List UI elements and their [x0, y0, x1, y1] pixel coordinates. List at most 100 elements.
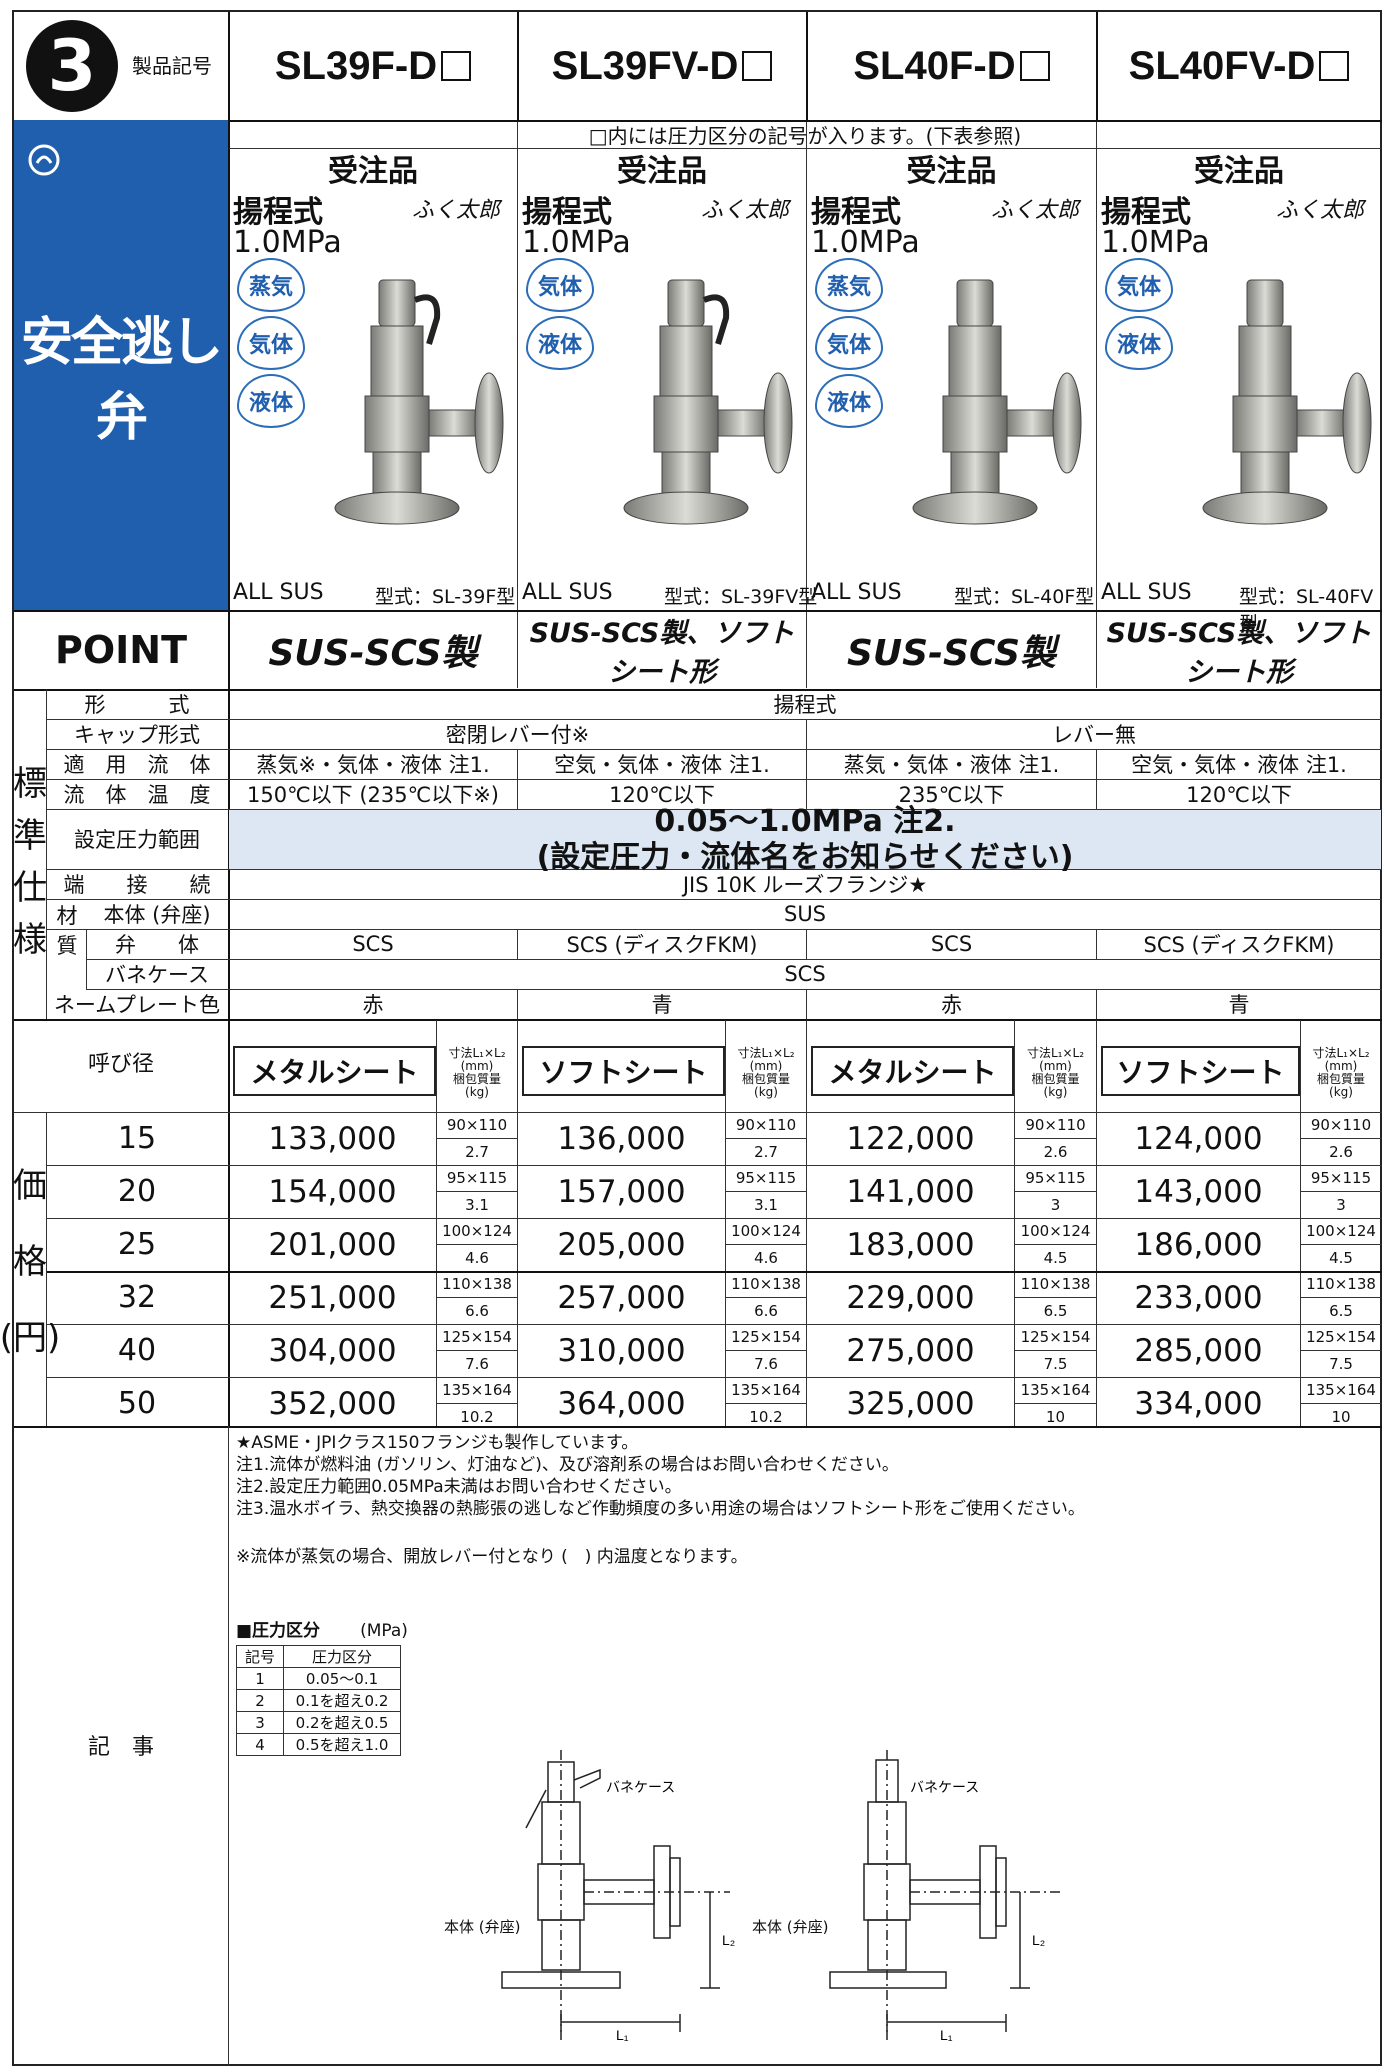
- weight-value: 4.5: [1043, 1248, 1068, 1267]
- spec-value: 空気・気体・液体 注1.: [554, 753, 770, 777]
- price-value: 251,000: [268, 1279, 397, 1316]
- diagram-l2-label: L₂: [1032, 1932, 1045, 1948]
- row-line: [46, 869, 1382, 870]
- brand-label: ふく太郎: [701, 198, 790, 223]
- brand-label: ふく太郎: [1276, 198, 1365, 223]
- pressure-range-line1: 0.05～1.0MPa 注2.: [654, 803, 956, 839]
- spec-value: 蒸気※・気体・液体 注1.: [256, 753, 490, 777]
- diagram-spring-case-label: バネケース: [606, 1779, 675, 1795]
- col-line: [517, 929, 518, 959]
- col-line: [86, 929, 87, 989]
- pressure-label: 1.0MPa: [233, 225, 342, 260]
- dimension-header-line: (kg): [754, 1085, 778, 1099]
- row-line: [14, 1426, 1382, 1428]
- spec-value: SUS: [783, 902, 827, 926]
- pclass-header-range: 圧力区分: [283, 1645, 402, 1668]
- model-code-1: SL39F-D: [229, 12, 517, 120]
- seat-type-tag: ソフトシート: [1101, 1046, 1300, 1096]
- col-line: [806, 12, 808, 122]
- col-line: [725, 1020, 726, 1426]
- dimension-value: 125×154: [1014, 1324, 1097, 1351]
- spec-value: SCS (ディスクFKM): [566, 933, 758, 957]
- col-line: [806, 719, 807, 809]
- col-line: [1014, 1020, 1015, 1426]
- fluid-badge: 気体: [237, 316, 305, 370]
- dimension-header-line: (kg): [465, 1085, 489, 1099]
- valve-dimension-diagram-no-lever: バネケース L₁ L₂: [829, 1750, 1060, 2043]
- placeholder-note: □内には圧力区分の記号が入ります。(下表参照): [229, 121, 1381, 149]
- price-value: 124,000: [1134, 1120, 1263, 1157]
- fluid-badge: 気体: [815, 316, 883, 370]
- dimension-value: 135×164: [436, 1377, 518, 1404]
- spec-value: 蒸気・気体・液体 注1.: [843, 753, 1060, 777]
- price-value: 186,000: [1134, 1226, 1263, 1263]
- pclass-code: 3: [235, 1711, 285, 1734]
- fluid-badge: 液体: [237, 374, 305, 428]
- row-line: [14, 610, 1382, 612]
- price-value: 275,000: [846, 1332, 975, 1369]
- col-line: [46, 1112, 47, 1426]
- fluid-badge: 液体: [1105, 316, 1173, 370]
- fluid-badge: 気体: [1105, 258, 1173, 312]
- nominal-size: 25: [117, 1227, 157, 1262]
- dimension-value: 125×154: [725, 1324, 807, 1351]
- col-line: [517, 1020, 518, 1426]
- diagram-body-label-2: 本体 (弁座): [752, 1918, 829, 1936]
- spec-value: JIS 10K ルーズフランジ★: [682, 873, 928, 897]
- price-value: 122,000: [846, 1120, 975, 1157]
- spec-row-label: キャップ形式: [74, 723, 200, 747]
- valve-dimension-diagram-lever: バネケース L₁ L₂: [501, 1750, 735, 2043]
- col-line: [517, 989, 518, 1019]
- spec-value: 120℃以下: [1186, 783, 1292, 807]
- material-side-label: 質: [56, 934, 78, 958]
- product-code-label: 製品記号: [132, 54, 212, 78]
- spec-row-label: 設定圧力範囲: [74, 828, 200, 852]
- dimension-value: 95×115: [1300, 1165, 1382, 1192]
- col-line: [228, 1426, 229, 2066]
- price-value: 304,000: [268, 1332, 397, 1369]
- row-line: [14, 689, 1382, 691]
- dimension-value: 95×115: [436, 1165, 518, 1192]
- valve-photo: [623, 279, 793, 525]
- dimension-header: 寸法L₁×L₂(mm)梱包質量(kg): [1015, 1038, 1096, 1108]
- price-side-label: (円): [0, 1317, 61, 1358]
- order-label: 受注品: [617, 154, 707, 189]
- spec-side-label: 標: [13, 763, 47, 804]
- order-label: 受注品: [906, 154, 997, 189]
- dimension-value: 135×164: [1300, 1377, 1382, 1404]
- dimension-value: 135×164: [725, 1377, 807, 1404]
- col-line: [1096, 1020, 1097, 1426]
- pclass-code: 2: [235, 1689, 285, 1712]
- dimension-value: 125×154: [436, 1324, 518, 1351]
- price-side-label: 価: [13, 1165, 47, 1206]
- weight-value: 2.7: [465, 1142, 489, 1161]
- col-line: [806, 122, 807, 688]
- category-title: 安全逃し弁: [20, 313, 223, 448]
- dimension-value: 100×124: [725, 1218, 807, 1245]
- price-value: 157,000: [557, 1173, 686, 1210]
- dimension-header-line: (mm): [1039, 1059, 1072, 1073]
- steam-note: ※流体が蒸気の場合、開放レバー付となり ( ) 内温度となります。: [236, 1547, 748, 1567]
- row-line: [228, 120, 1382, 122]
- dimension-header-line: 梱包質量: [1031, 1072, 1080, 1086]
- col-line: [1096, 749, 1097, 809]
- pclass-range: 0.2を超え0.5: [283, 1711, 402, 1734]
- nominal-size: 40: [117, 1333, 157, 1368]
- point-value-4: SUS-SCS製、ソフトシート形: [1106, 618, 1372, 688]
- dimension-value: 135×164: [1014, 1377, 1097, 1404]
- dimension-header-line: 寸法L₁×L₂: [1312, 1046, 1370, 1060]
- col-line: [1096, 989, 1097, 1019]
- dimension-value: 90×110: [725, 1112, 807, 1139]
- dimension-value: 110×138: [436, 1271, 518, 1298]
- col-line: [1096, 929, 1097, 959]
- model-form-label: 型式：SL-39F型: [375, 586, 516, 608]
- price-value: 334,000: [1134, 1385, 1263, 1422]
- dimension-header: 寸法L₁×L₂(mm)梱包質量(kg): [726, 1038, 806, 1108]
- dimension-value: 100×124: [1014, 1218, 1097, 1245]
- pressure-range-line2: (設定圧力・流体名をお知らせください): [536, 839, 1074, 875]
- spec-value: 120℃以下: [609, 783, 715, 807]
- row-line: [46, 719, 1382, 720]
- col-line: [1096, 122, 1097, 688]
